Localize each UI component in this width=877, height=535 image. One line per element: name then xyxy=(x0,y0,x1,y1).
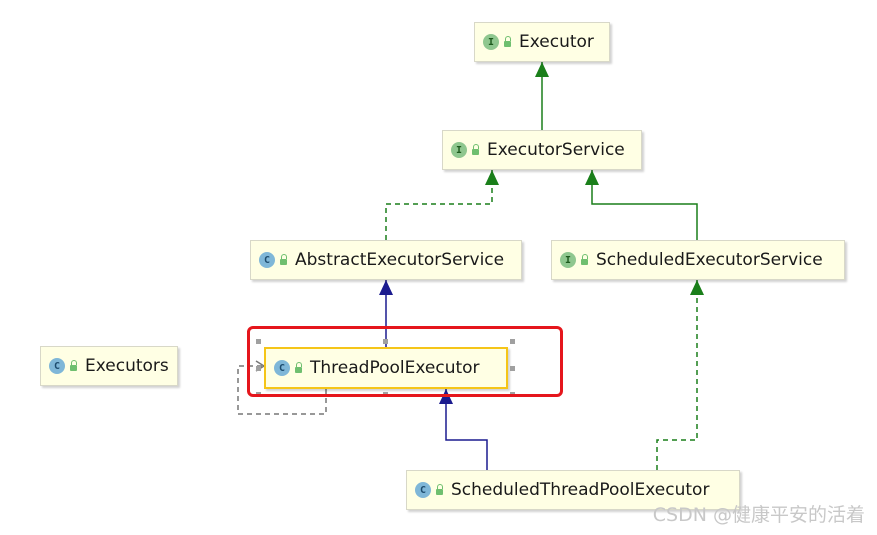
interface-icon: I xyxy=(451,142,467,158)
public-lock-icon xyxy=(295,362,302,373)
class-icon: C xyxy=(415,482,431,498)
node-label: AbstractExecutorService xyxy=(295,250,505,270)
selection-handle[interactable] xyxy=(383,339,388,344)
watermark: CSDN @健康平安的活着 xyxy=(652,504,865,526)
public-lock-icon xyxy=(472,144,479,155)
node-executors[interactable]: C Executors xyxy=(40,346,178,386)
highlight-box xyxy=(247,326,563,397)
node-label: ThreadPoolExecutor xyxy=(310,358,480,378)
edge-scheduled-thread-pool-executor-to-thread-pool-executor xyxy=(439,389,488,470)
class-icon: C xyxy=(49,358,65,374)
public-lock-icon xyxy=(504,36,511,47)
node-label: ScheduledExecutorService xyxy=(596,250,823,270)
arrowhead xyxy=(690,280,704,295)
selection-handle[interactable] xyxy=(256,339,261,344)
node-scheduled-thread-pool-executor[interactable]: C ScheduledThreadPoolExecutor xyxy=(406,470,740,510)
arrowhead xyxy=(585,170,599,185)
node-label: Executor xyxy=(519,32,594,52)
edge-scheduled-executor-service-to-executor-service xyxy=(585,170,698,240)
selection-handle[interactable] xyxy=(510,339,515,344)
class-icon: C xyxy=(259,252,275,268)
edge-executor-service-to-executor xyxy=(535,62,549,130)
node-thread-pool-executor[interactable]: C ThreadPoolExecutor xyxy=(264,347,508,389)
public-lock-icon xyxy=(436,484,443,495)
selection-handle[interactable] xyxy=(510,366,515,371)
edge-scheduled-thread-pool-executor-to-scheduled-executor-service xyxy=(656,280,704,470)
node-abstract-executor-service[interactable]: C AbstractExecutorService xyxy=(250,240,522,280)
class-icon: C xyxy=(274,360,290,376)
public-lock-icon xyxy=(70,360,77,371)
node-label: Executors xyxy=(85,356,169,376)
edge-abstract-executor-service-to-executor-service xyxy=(385,170,499,240)
node-scheduled-executor-service[interactable]: I ScheduledExecutorService xyxy=(551,240,845,280)
arrowhead xyxy=(379,280,393,295)
node-label: ExecutorService xyxy=(487,140,625,160)
interface-icon: I xyxy=(483,34,499,50)
public-lock-icon xyxy=(581,254,588,265)
node-executor[interactable]: I Executor xyxy=(474,22,610,62)
arrowhead xyxy=(485,170,499,185)
node-executor-service[interactable]: I ExecutorService xyxy=(442,130,642,170)
node-label: ScheduledThreadPoolExecutor xyxy=(451,480,710,500)
edge-thread-pool-executor-to-abstract-executor-service xyxy=(379,280,393,347)
public-lock-icon xyxy=(280,254,287,265)
arrowhead xyxy=(535,62,549,77)
selection-handle[interactable] xyxy=(256,366,261,371)
interface-icon: I xyxy=(560,252,576,268)
